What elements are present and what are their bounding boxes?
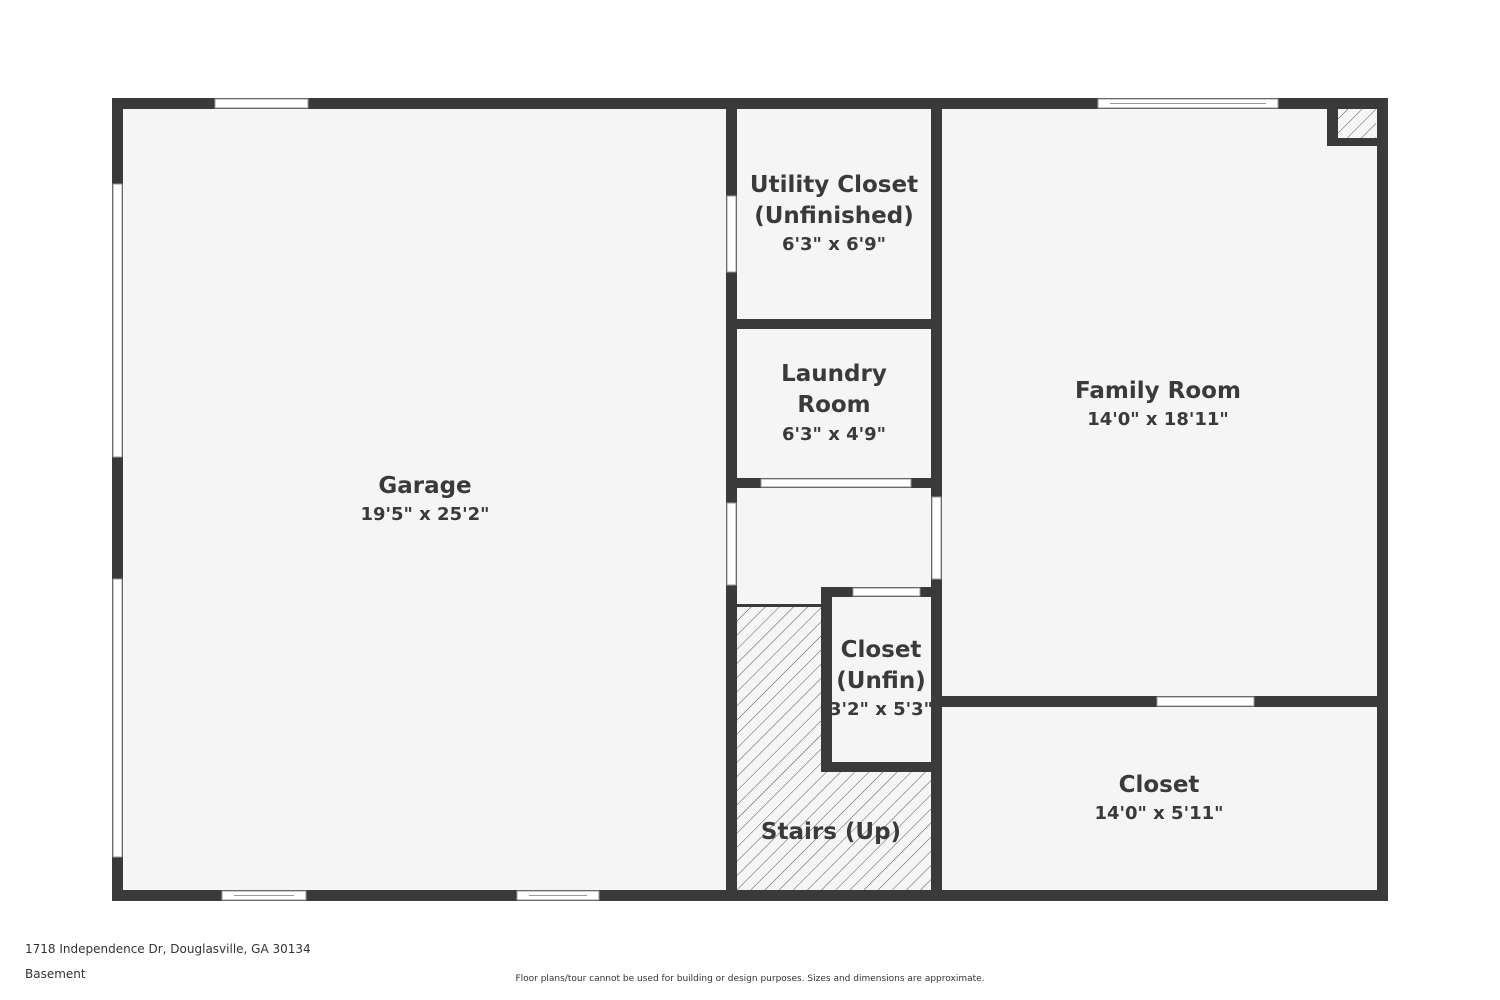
family-room-dims: 14'0" x 18'11" bbox=[1087, 409, 1229, 430]
closet-name: Closet bbox=[1119, 772, 1200, 798]
wall-closet-unfin-south bbox=[821, 762, 936, 772]
door-utility bbox=[726, 195, 737, 273]
stairs-label: Stairs (Up) bbox=[761, 819, 901, 845]
utility-closet-name-1: Utility Closet bbox=[750, 172, 918, 198]
closet-dims: 14'0" x 5'11" bbox=[1094, 803, 1223, 824]
wall-right bbox=[1377, 98, 1388, 901]
closet-unfin-dims: 3'2" x 5'3" bbox=[829, 699, 933, 720]
utility-closet-dims: 6'3" x 6'9" bbox=[782, 234, 886, 255]
wall-left bbox=[112, 98, 123, 901]
utility-closet-name-2: (Unfinished) bbox=[754, 203, 914, 229]
door-closet bbox=[1156, 696, 1255, 707]
laundry-dims: 6'3" x 4'9" bbox=[782, 424, 886, 445]
wall-closet-unfin-west bbox=[821, 587, 832, 772]
property-address: 1718 Independence Dr, Douglasville, GA 3… bbox=[25, 942, 311, 956]
door-left-upper bbox=[112, 183, 123, 458]
window-mullions bbox=[234, 103, 1266, 896]
wall-hall-south bbox=[731, 604, 826, 607]
wall-chase-west bbox=[1327, 104, 1338, 146]
door-hall-west bbox=[726, 502, 737, 586]
closet-unfin-name-2: (Unfin) bbox=[836, 668, 926, 694]
wall-garage-east bbox=[726, 104, 737, 896]
laundry-name-2: Room bbox=[797, 392, 870, 418]
disclaimer-text: Floor plans/tour cannot be used for buil… bbox=[515, 974, 985, 984]
garage-dims: 19'5" x 25'2" bbox=[360, 504, 489, 525]
garage-name: Garage bbox=[378, 473, 471, 499]
wall-bottom bbox=[112, 890, 1388, 901]
closet-unfin-name-1: Closet bbox=[841, 637, 922, 663]
wall-chase-south bbox=[1327, 138, 1382, 146]
door-hall-east bbox=[931, 496, 942, 580]
wall-top bbox=[112, 98, 1388, 109]
wall-utility-south bbox=[731, 319, 936, 329]
floor-level-label: Basement bbox=[25, 967, 86, 981]
window-top-garage bbox=[214, 98, 309, 109]
corner-chase-hatch bbox=[1338, 109, 1376, 138]
door-closet-unfin bbox=[852, 587, 921, 597]
door-laundry bbox=[760, 478, 912, 488]
stairs-hatch bbox=[737, 606, 936, 890]
door-left-lower bbox=[112, 578, 123, 858]
family-room-name: Family Room bbox=[1075, 378, 1241, 404]
laundry-name-1: Laundry bbox=[781, 361, 887, 387]
